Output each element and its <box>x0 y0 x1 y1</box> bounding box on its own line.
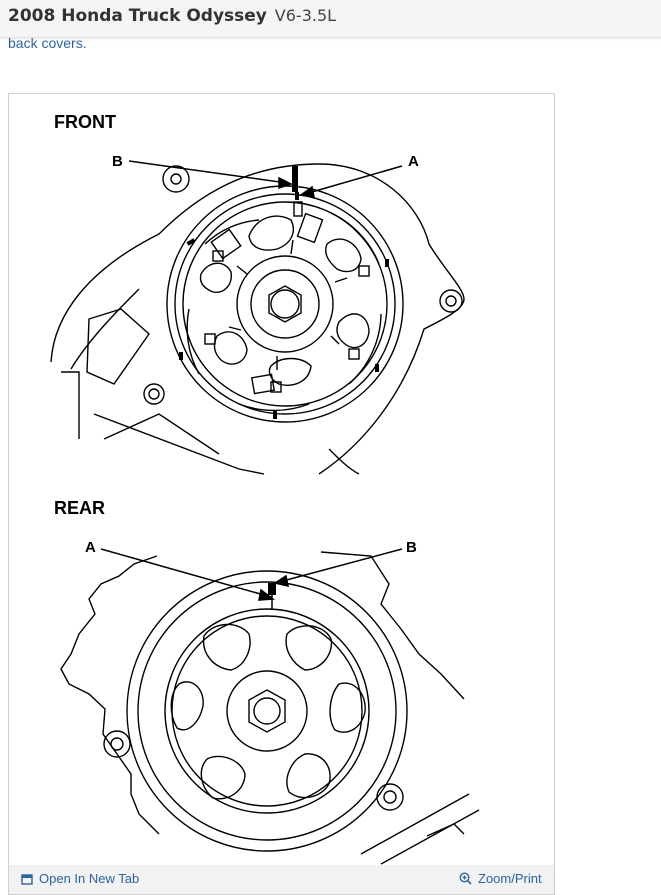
front-crank-bolt <box>268 285 302 323</box>
front-bolt-boss-lower <box>143 383 165 405</box>
rear-leader-a <box>100 548 272 598</box>
body-text-back-covers: back covers. <box>8 35 87 51</box>
timing-diagram-figure: FRONT B A <box>8 93 555 895</box>
front-bolt-boss-left <box>162 165 190 193</box>
rear-bolt-boss-left <box>103 730 131 758</box>
rear-label-a: A <box>85 539 96 556</box>
rear-heading: REAR <box>54 498 105 518</box>
front-label-a: A <box>408 153 419 170</box>
vehicle-title: 2008 Honda Truck Odyssey <box>8 6 267 26</box>
page-header: 2008 Honda Truck Odyssey V6-3.5L <box>0 0 661 38</box>
front-pulley-outer <box>166 185 404 423</box>
rear-pulley-outer <box>126 570 408 852</box>
page-title: 2008 Honda Truck Odyssey V6-3.5L <box>8 6 336 26</box>
front-label-b: B <box>112 153 123 170</box>
engine-label: V6-3.5L <box>274 6 337 25</box>
rear-housing-outline <box>60 555 160 835</box>
rear-hub <box>226 670 308 752</box>
front-leader-b <box>128 160 288 184</box>
rear-label-b: B <box>406 539 417 556</box>
front-heading: FRONT <box>54 112 116 132</box>
rear-leader-b <box>278 548 403 583</box>
timing-mark-diagram: FRONT B A <box>50 112 480 865</box>
rear-crank-bolt <box>248 689 286 733</box>
front-leader-a <box>304 165 403 195</box>
front-hub <box>236 255 334 353</box>
front-housing-window <box>86 308 150 385</box>
front-timing-mark-b <box>292 166 298 192</box>
rear-timing-mark-b <box>268 583 276 595</box>
front-housing-outline <box>50 163 465 475</box>
rear-bolt-boss-right <box>376 783 404 811</box>
front-bolt-boss-right <box>439 289 463 313</box>
figure-toolbar: Open In New Tab Zoom/Print <box>9 865 554 894</box>
